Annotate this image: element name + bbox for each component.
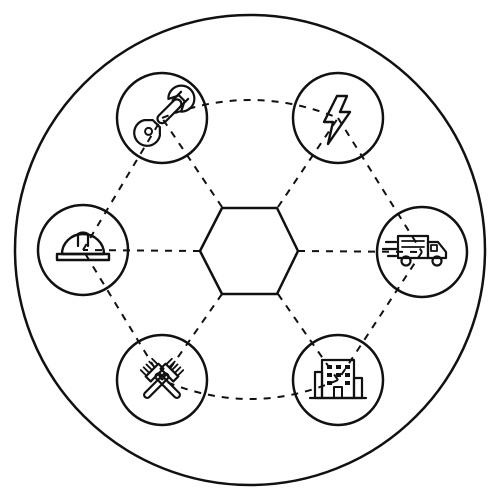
ring-segment-bottom-left [82, 249, 163, 381]
node-truck [375, 205, 469, 299]
ring-arc-bottom [161, 379, 339, 400]
node-wrench [115, 71, 209, 165]
spoke-truck [297, 250, 423, 253]
ring-arc-top [161, 99, 339, 119]
node-building [291, 333, 385, 427]
node-circle [291, 333, 385, 427]
building-windows [327, 365, 350, 385]
spoke-tools [161, 293, 223, 381]
node-circle [115, 333, 209, 427]
hard-hat-icon [55, 231, 111, 262]
wrench-icon [133, 98, 183, 147]
lightning-bolt-icon [322, 94, 352, 146]
delivery-truck-icon [381, 234, 448, 267]
wrench-head [167, 84, 196, 113]
node-tools [115, 333, 209, 427]
node-circle [375, 205, 469, 299]
node-helmet [36, 203, 130, 297]
ring-segment-top-right [337, 117, 423, 253]
dashed-ring [82, 99, 423, 400]
dashed-spokes [82, 117, 423, 381]
ring-segment-bottom-right [337, 251, 423, 381]
spoke-lightning [277, 117, 339, 208]
node-circle [115, 71, 209, 165]
office-building-icon [308, 358, 368, 400]
node-lightning [291, 71, 385, 165]
center-hexagon [198, 206, 300, 296]
node-circle [291, 71, 385, 165]
node-circle [36, 203, 130, 297]
spoke-wrench [161, 117, 223, 208]
spoke-helmet [82, 249, 201, 252]
crossed-brushes-icon [139, 357, 185, 399]
outer-circle [13, 13, 487, 487]
ring-segment-top-left [82, 117, 163, 251]
